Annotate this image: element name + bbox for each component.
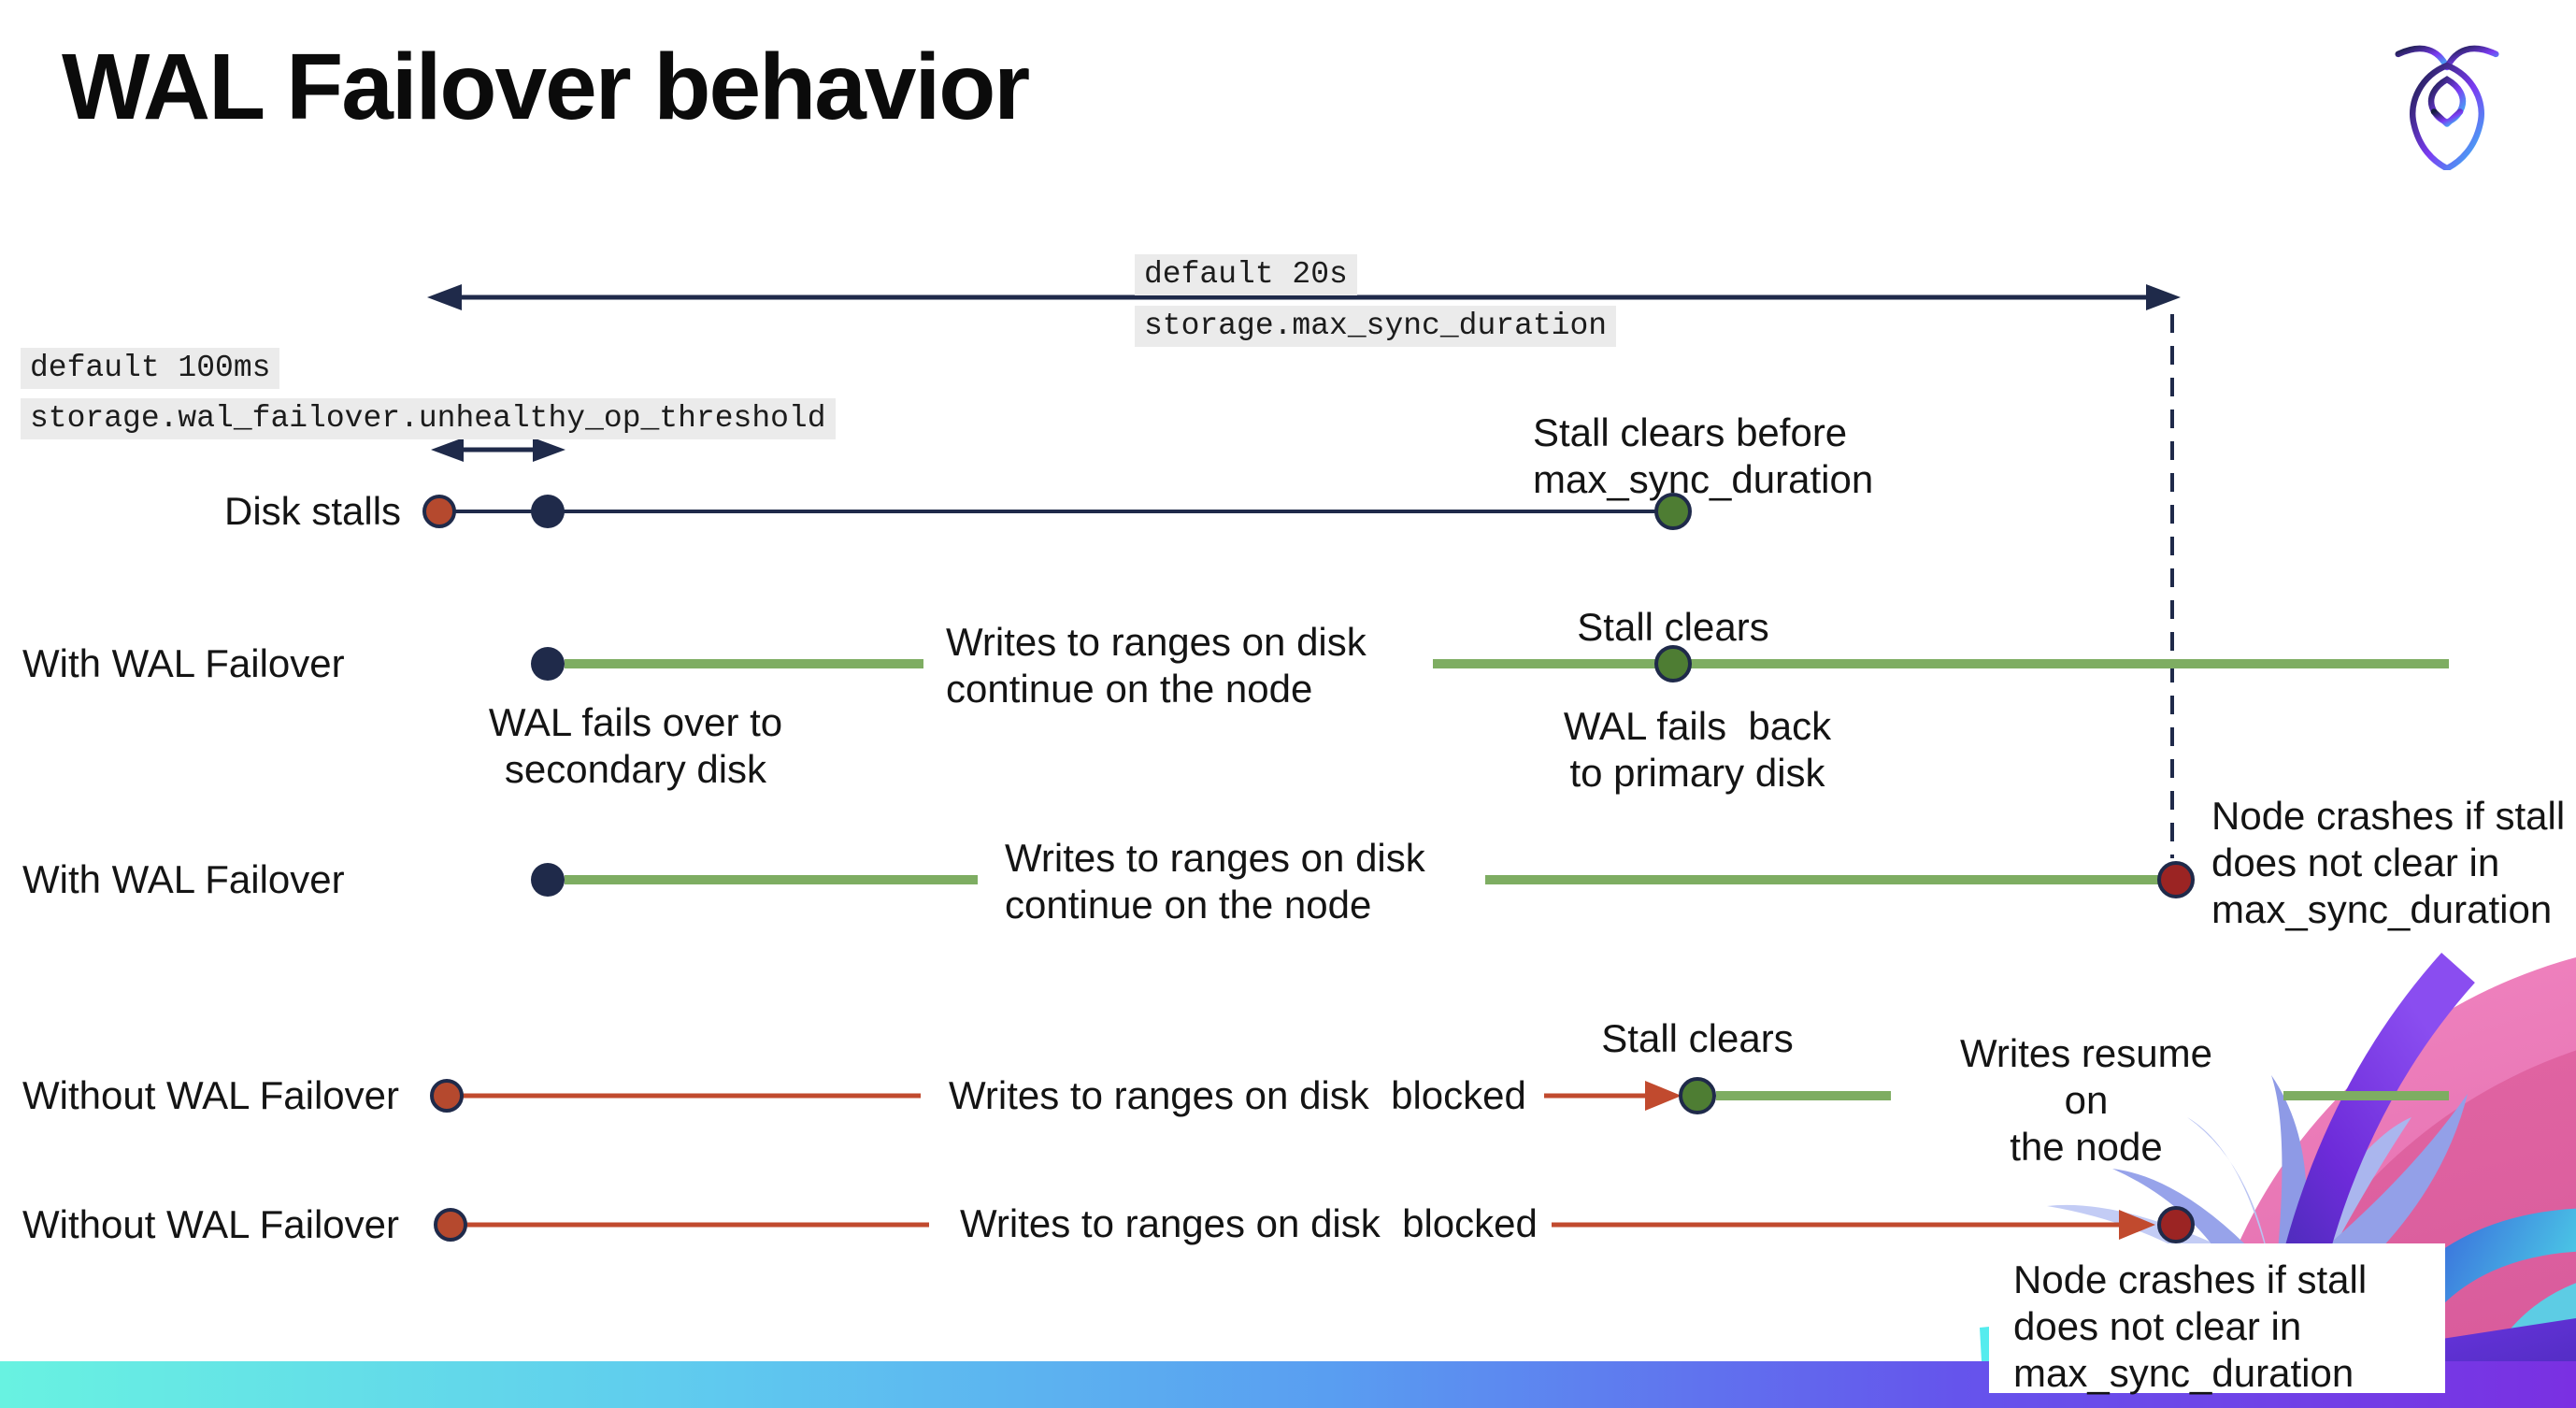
stall-clears-label-2: Stall clears [1601, 1016, 1794, 1060]
max-sync-default-label: default 20s [1135, 254, 1357, 296]
row-without-wal-failover-2 [434, 1206, 2195, 1243]
max-sync-setting-name: storage.max_sync_duration [1135, 306, 1617, 348]
inner-arms [2430, 108, 2464, 127]
row-with-wal-failover-1 [531, 645, 2449, 682]
failover-dot-2 [531, 863, 565, 897]
threshold-dot [531, 495, 565, 528]
row-label-disk-stalls: Disk stalls [224, 489, 402, 533]
stall-clears-label-1: Stall clears [1577, 605, 1769, 649]
cockroachdb-logo-icon [2395, 45, 2499, 170]
node-crashes-label-2: Node crashes if stall does not clear in … [2013, 1257, 2368, 1395]
row-label-without-wal-2: Without WAL Failover [22, 1202, 399, 1246]
writes-blocked-label-2: Writes to ranges on disk blocked [960, 1201, 1538, 1245]
writes-continue-label-1: Writes to ranges on disk continue on the… [946, 620, 1367, 711]
stall-clears-dot-2 [1679, 1077, 1716, 1114]
max-sync-duration-arrow [427, 284, 2181, 310]
stall-start-dot-2 [430, 1079, 464, 1113]
writes-blocked-label-1: Writes to ranges on disk blocked [949, 1073, 1526, 1117]
failover-dot [531, 647, 565, 681]
node-crashes-label-1: Node crashes if stall does not clear in … [2211, 794, 2566, 931]
row-label-with-wal-1: With WAL Failover [22, 641, 345, 685]
node-crash-dot-1 [2157, 861, 2195, 898]
stall-clears-dot [1654, 493, 1692, 530]
stall-start-dot [422, 495, 456, 528]
wal-fails-back-label: WAL fails back to primary disk [1563, 704, 1832, 795]
antenna-right [2443, 45, 2499, 71]
writes-continue-label-2: Writes to ranges on disk continue on the… [1005, 836, 1425, 927]
row-disk-stalls [422, 493, 1692, 530]
page-title: WAL Failover behavior [62, 35, 1030, 139]
wal-fails-over-label: WAL fails over to secondary disk [488, 700, 783, 791]
unhealthy-op-default-label: default 100ms [21, 348, 280, 390]
red-arrowhead-1 [1645, 1081, 1682, 1111]
row-with-wal-failover-2 [531, 861, 2195, 898]
body-outline [2410, 62, 2484, 170]
stall-clears-before-label: Stall clears before max_sync_duration [1533, 410, 1874, 501]
unhealthy-op-threshold-arrow [431, 438, 565, 462]
node-crash-callout-box: Node crashes if stall does not clear in … [1989, 1243, 2445, 1395]
unhealthy-op-setting-name: storage.wal_failover.unhealthy_op_thresh… [21, 398, 836, 440]
row-label-without-wal-1: Without WAL Failover [22, 1073, 399, 1117]
row-label-with-wal-2: With WAL Failover [22, 857, 345, 901]
stall-start-dot-3 [434, 1208, 467, 1242]
failback-dot [1654, 645, 1692, 682]
antenna-left [2395, 45, 2451, 71]
